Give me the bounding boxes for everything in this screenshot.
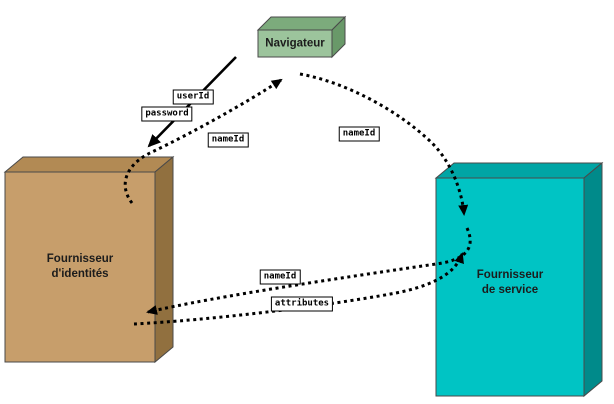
nameid-sp-to-idp-label: nameId	[259, 269, 301, 285]
identity-provider-label-line1: Fournisseur	[46, 253, 114, 266]
service-provider-side-face	[583, 161, 603, 398]
service-provider-label-line1: Fournisseur	[476, 269, 544, 282]
service-provider-front-face	[435, 177, 585, 397]
nameid-browser-to-sp-label: nameId	[338, 126, 380, 142]
service-provider-label: Fournisseur de service	[477, 268, 543, 298]
service-provider-label-line2: de service	[481, 284, 539, 296]
identity-provider-side-face	[154, 155, 174, 364]
navigateur-node	[256, 15, 347, 59]
identity-provider-top-face	[3, 156, 175, 173]
attributes-idp-to-sp-edge	[133, 252, 464, 326]
service-provider-top-face	[434, 162, 604, 179]
navigateur-top-face	[256, 16, 347, 31]
navigateur-label: Navigateur	[265, 37, 325, 50]
password-edge-label: password	[141, 106, 193, 122]
userid-edge-label: userId	[172, 89, 214, 105]
identity-provider-label-line2: d'identités	[51, 268, 109, 280]
nameid-idp-to-browser-label: nameId	[207, 132, 249, 148]
identity-provider-node	[3, 155, 175, 364]
nameid-sp-to-idp-edge	[146, 227, 472, 315]
identity-provider-front-face	[4, 171, 156, 363]
navigateur-front-face	[257, 29, 333, 58]
identity-provider-label: Fournisseur d'identités	[47, 252, 113, 282]
service-provider-node	[434, 161, 604, 398]
attributes-edge-label: attributes	[270, 296, 334, 312]
nameid-idp-to-browser-edge	[123, 78, 283, 204]
